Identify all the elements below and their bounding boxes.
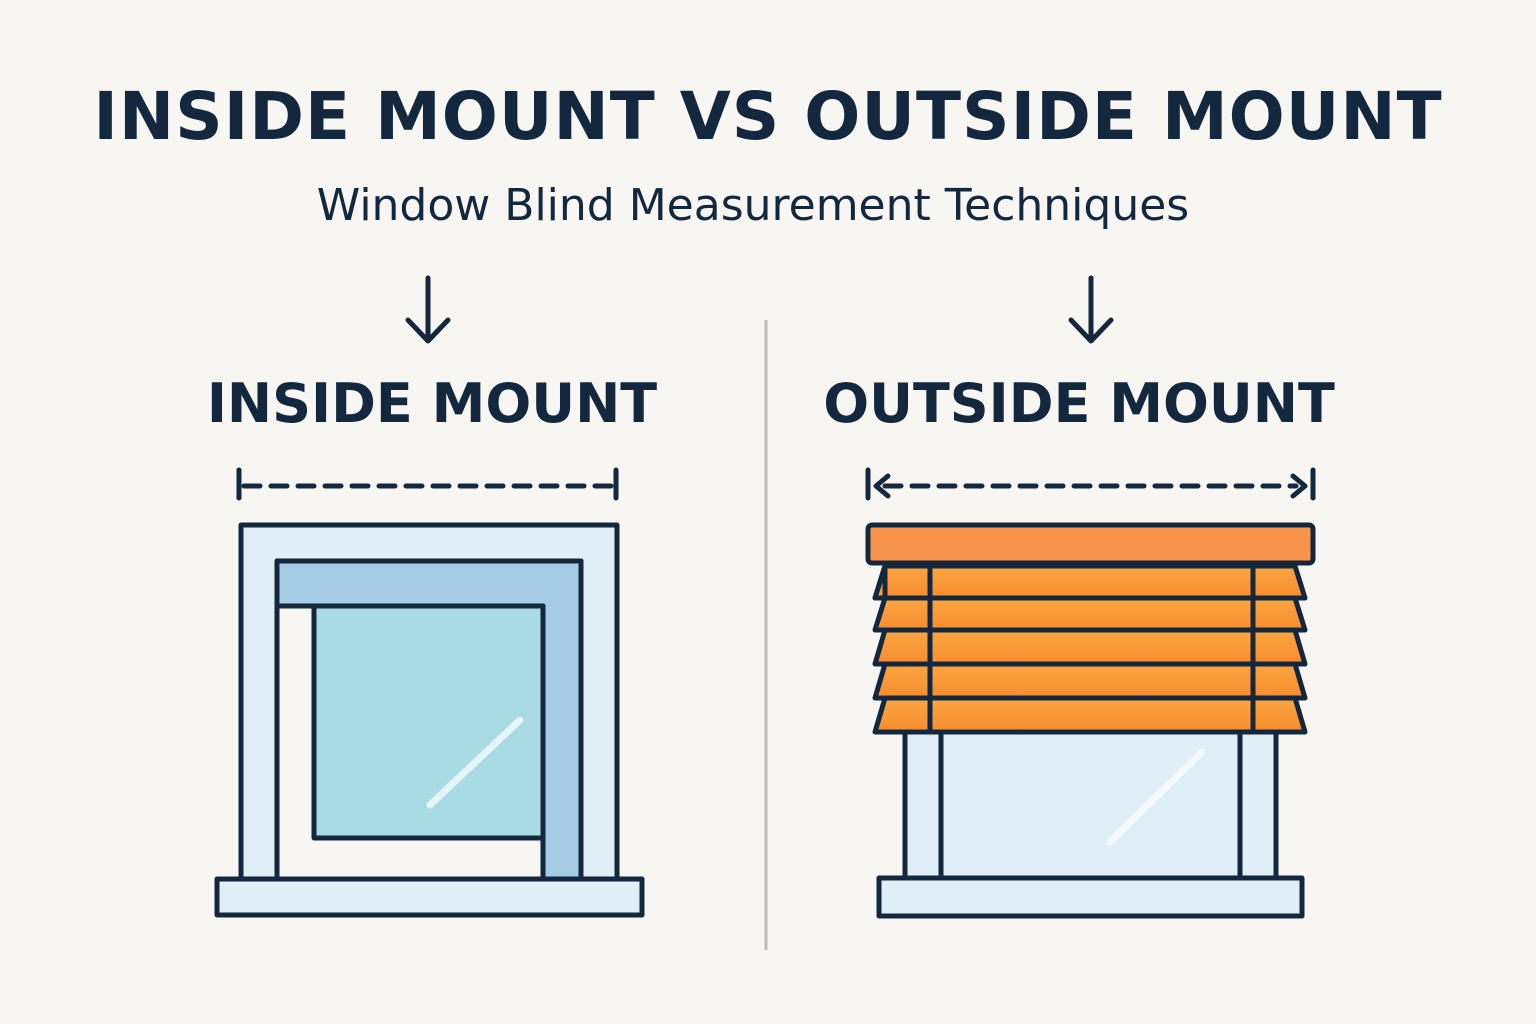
blind-headrail — [865, 522, 1316, 566]
outside-mount-heading: OUTSIDE MOUNT — [823, 372, 1335, 435]
blind-ladder-cords — [927, 562, 1256, 732]
glass-reflection — [426, 716, 524, 809]
window-glass — [938, 717, 1243, 885]
measurement-bracket-icon — [236, 467, 619, 501]
page-title: INSIDE MOUNT VS OUTSIDE MOUNT — [93, 78, 1443, 155]
window-sill — [876, 875, 1305, 919]
window-glass — [311, 603, 546, 841]
glass-reflection — [1106, 748, 1206, 846]
outside-mount-window — [876, 717, 1305, 919]
window-sill — [214, 876, 645, 918]
page-subtitle: Window Blind Measurement Techniques — [316, 180, 1190, 231]
inside-mount-heading: INSIDE MOUNT — [206, 372, 658, 435]
outside-blind-slats-shape — [872, 563, 888, 601]
arrow-down-icon — [1068, 275, 1114, 344]
measurement-double-arrow-icon — [865, 467, 1316, 501]
inside-mount-window — [214, 522, 645, 918]
arrow-down-icon — [405, 275, 451, 344]
outside-blind-slats — [872, 563, 1308, 735]
